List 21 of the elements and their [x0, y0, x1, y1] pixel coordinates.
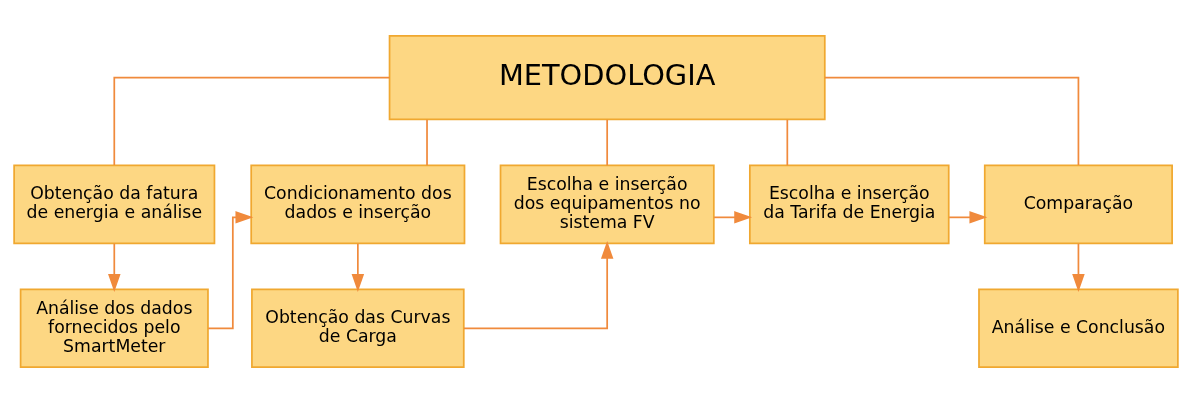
- node-box: Condicionamento dos dados e inserção: [250, 164, 466, 245]
- node-box: Obtenção das Curvas de Carga: [251, 288, 465, 369]
- arrow: [948, 211, 988, 224]
- connector: [824, 76, 1080, 166]
- connector: [786, 118, 789, 167]
- connector: [113, 76, 391, 166]
- node-box: Obtenção da fatura de energia e análise: [13, 164, 216, 245]
- node-box: METODOLOGIA: [388, 34, 826, 121]
- node-box: Análise e Conclusão: [978, 288, 1179, 369]
- arrow: [351, 242, 365, 292]
- arrow: [713, 211, 753, 224]
- connector: [606, 118, 609, 167]
- arrow: [207, 211, 254, 330]
- node-box: Análise dos dados fornecidos pelo SmartMeter: [19, 288, 209, 369]
- node-box: Escolha e inserção da Tarifa de Energia: [749, 164, 950, 245]
- arrow: [463, 240, 614, 330]
- connector: [426, 118, 428, 167]
- arrow: [108, 242, 121, 292]
- arrow: [1072, 242, 1085, 292]
- node-box: Comparação: [983, 164, 1173, 245]
- node-box: Escolha e inserção dos equipamentos no sistema FV: [499, 164, 715, 245]
